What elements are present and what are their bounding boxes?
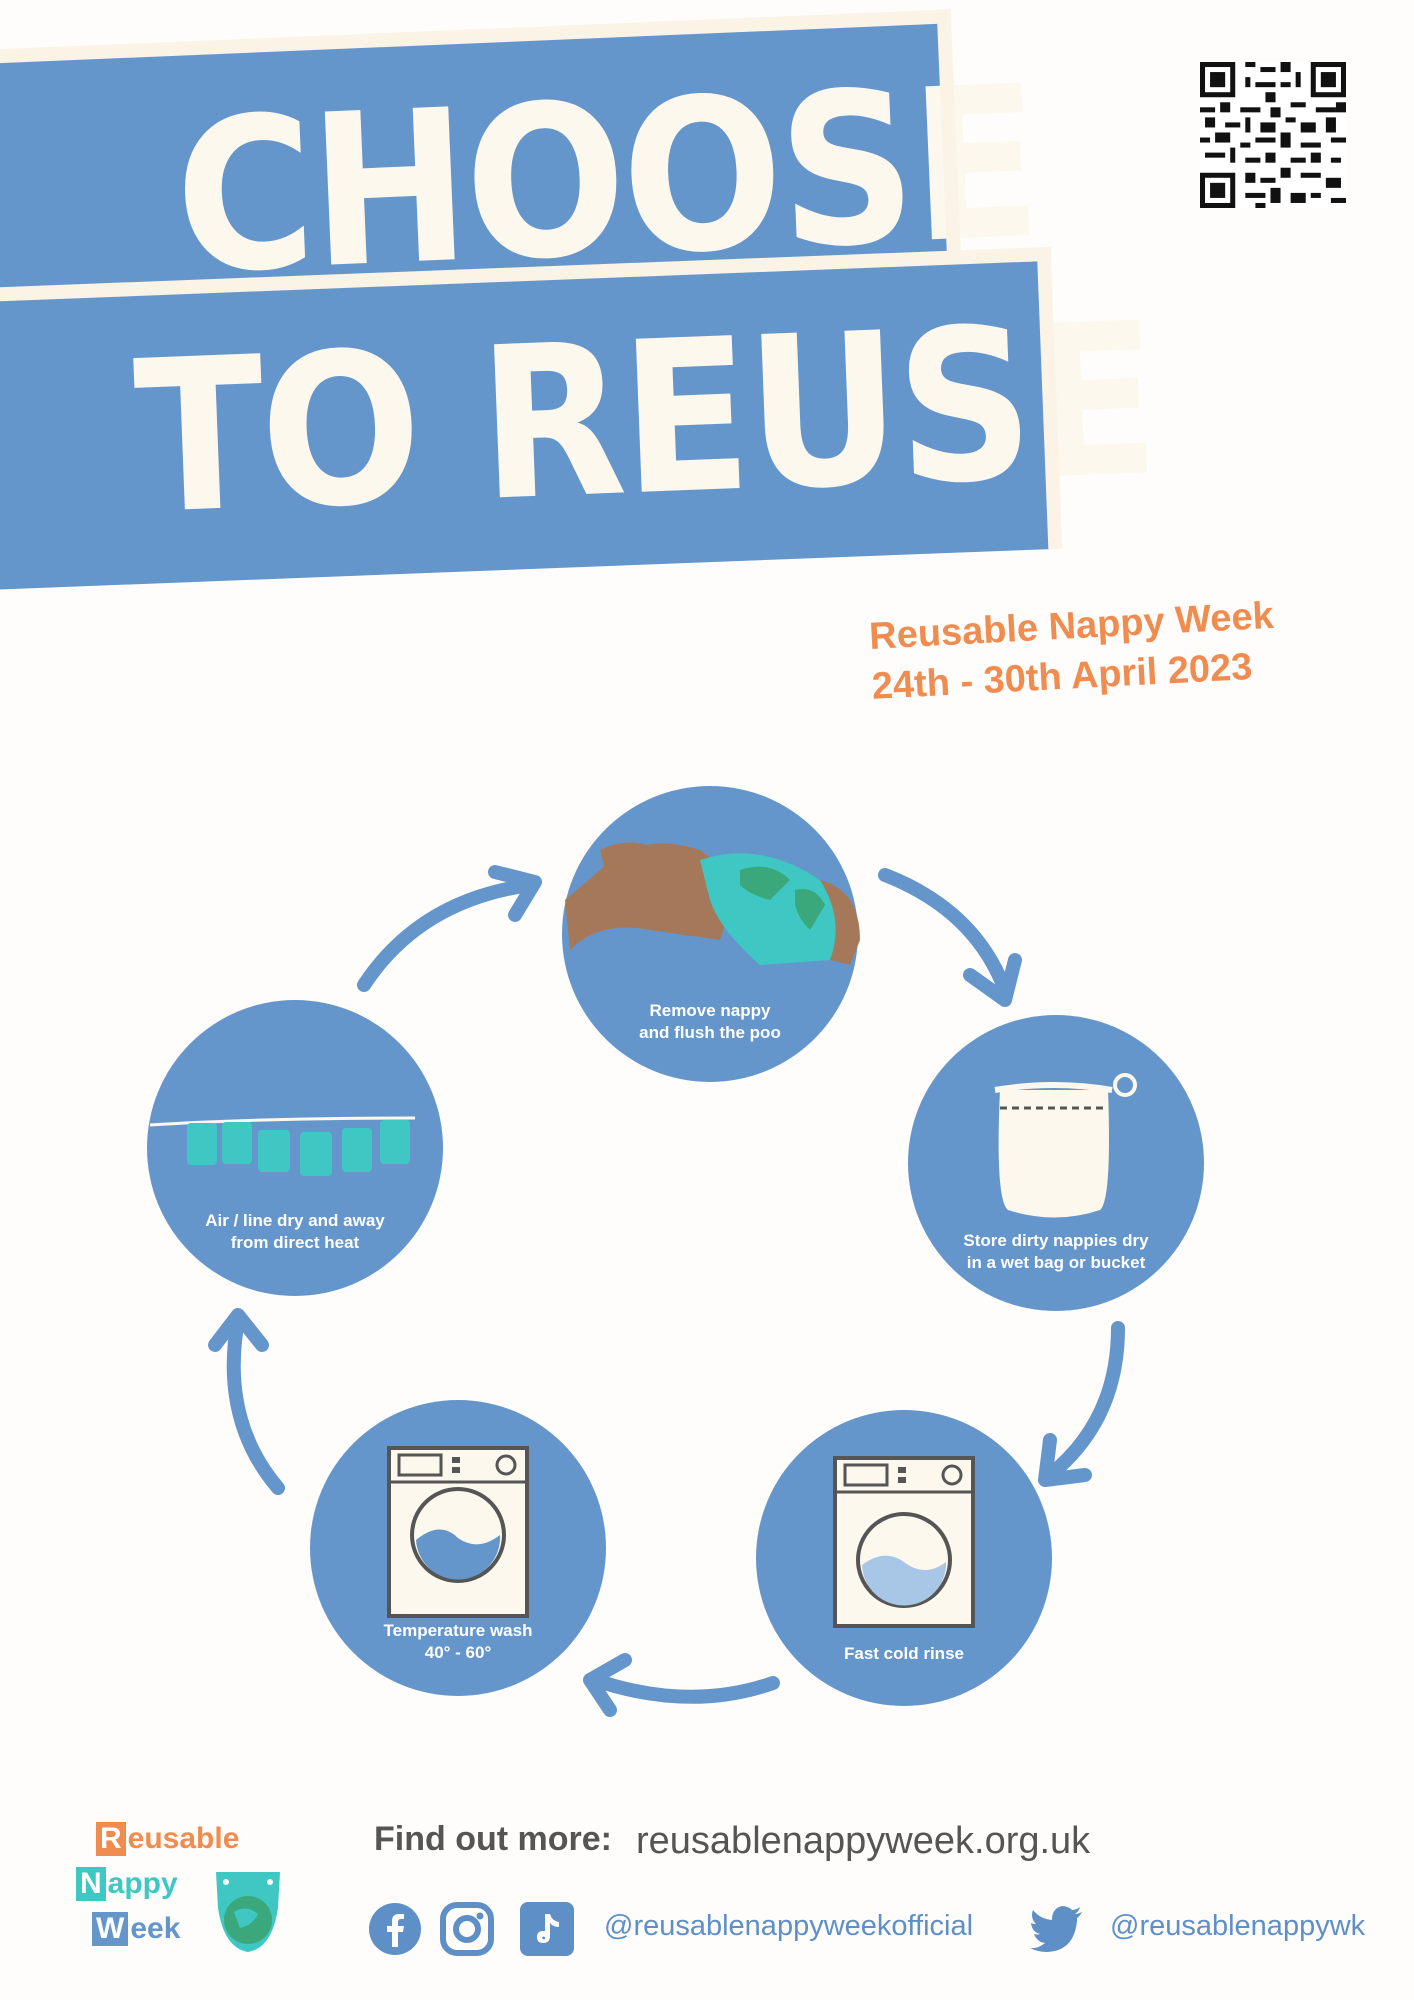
find-out-more-label: Find out more: bbox=[374, 1820, 612, 1858]
arrow-step1-to-step2-head bbox=[963, 953, 1022, 1007]
arrow-step3-to-step4 bbox=[588, 1673, 780, 1704]
social-handle-twitter[interactable]: @reusablenappywk bbox=[1110, 1910, 1366, 1942]
wet-bag-icon bbox=[994, 1073, 1137, 1218]
washing-line-icon bbox=[149, 1116, 416, 1176]
qr-code-icon[interactable] bbox=[1200, 62, 1346, 208]
arrow-step2-to-step3 bbox=[1043, 1321, 1125, 1482]
arrow-step5-to-step1-head bbox=[488, 865, 542, 922]
arrow-step5-to-step1 bbox=[357, 878, 537, 992]
step-3-label: Fast cold rinse bbox=[844, 1644, 964, 1663]
arrow-step4-to-step5 bbox=[226, 1313, 285, 1495]
arrow-step3-to-step4-head bbox=[583, 1653, 632, 1717]
arrow-step2-to-step3-head bbox=[1038, 1433, 1092, 1487]
arrow-step4-to-step5-head bbox=[208, 1308, 269, 1352]
website-link[interactable]: reusablenappyweek.org.uk bbox=[636, 1820, 1091, 1862]
washing-machine-icon bbox=[833, 1456, 975, 1628]
nappy-globe-icon bbox=[216, 1872, 280, 1952]
washing-machine-icon bbox=[387, 1446, 529, 1618]
baby-nappy-icon bbox=[565, 842, 860, 965]
tiktok-icon[interactable] bbox=[520, 1902, 574, 1956]
facebook-icon[interactable] bbox=[368, 1902, 422, 1956]
instagram-icon[interactable] bbox=[440, 1902, 494, 1956]
arrow-step1-to-step2 bbox=[878, 868, 1012, 997]
step-5-circle bbox=[147, 1000, 443, 1296]
social-handle-main[interactable]: @reusablenappyweekofficial bbox=[604, 1910, 974, 1942]
twitter-icon[interactable] bbox=[1030, 1906, 1084, 1952]
